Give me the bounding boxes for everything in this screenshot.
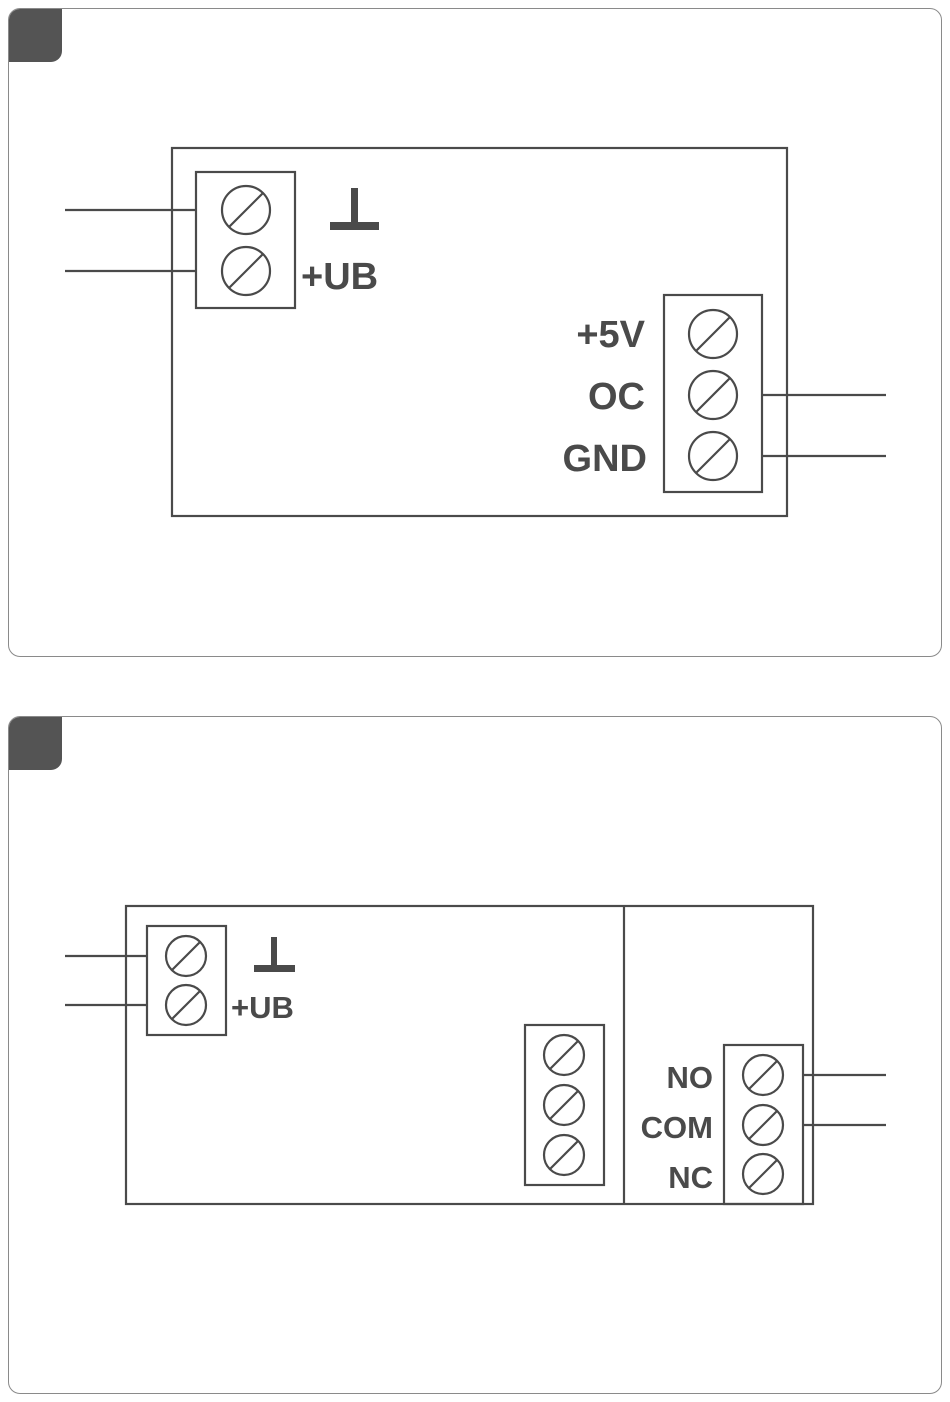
screw-terminal-icon [689,310,737,358]
input-terminal-block-1 [196,172,295,308]
screw-terminal-icon [743,1105,783,1145]
label-com: COM [641,1110,713,1145]
screw-terminal-icon [689,432,737,480]
input-terminal-block-2 [147,926,226,1035]
label-5v: +5V [576,314,645,356]
screw-terminal-icon [689,371,737,419]
ground-symbol-icon [330,188,379,230]
screw-terminal-icon [166,936,206,976]
screw-terminal-icon [743,1055,783,1095]
screw-terminal-icon [544,1035,584,1075]
screw-terminal-icon [166,985,206,1025]
label-gnd: GND [563,438,647,480]
screw-terminal-icon [544,1085,584,1125]
label-no: NO [667,1060,714,1095]
screw-terminal-icon [544,1135,584,1175]
screw-terminal-icon [222,247,270,295]
label-oc: OC [588,376,645,418]
label-supply-plus-2: +UB [231,990,294,1025]
label-nc: NC [668,1160,713,1195]
ground-symbol-icon [254,937,295,972]
label-supply-plus-1: +UB [301,256,378,298]
module-enclosure-1 [172,148,787,516]
screw-terminal-icon [222,186,270,234]
screw-terminal-icon [743,1154,783,1194]
